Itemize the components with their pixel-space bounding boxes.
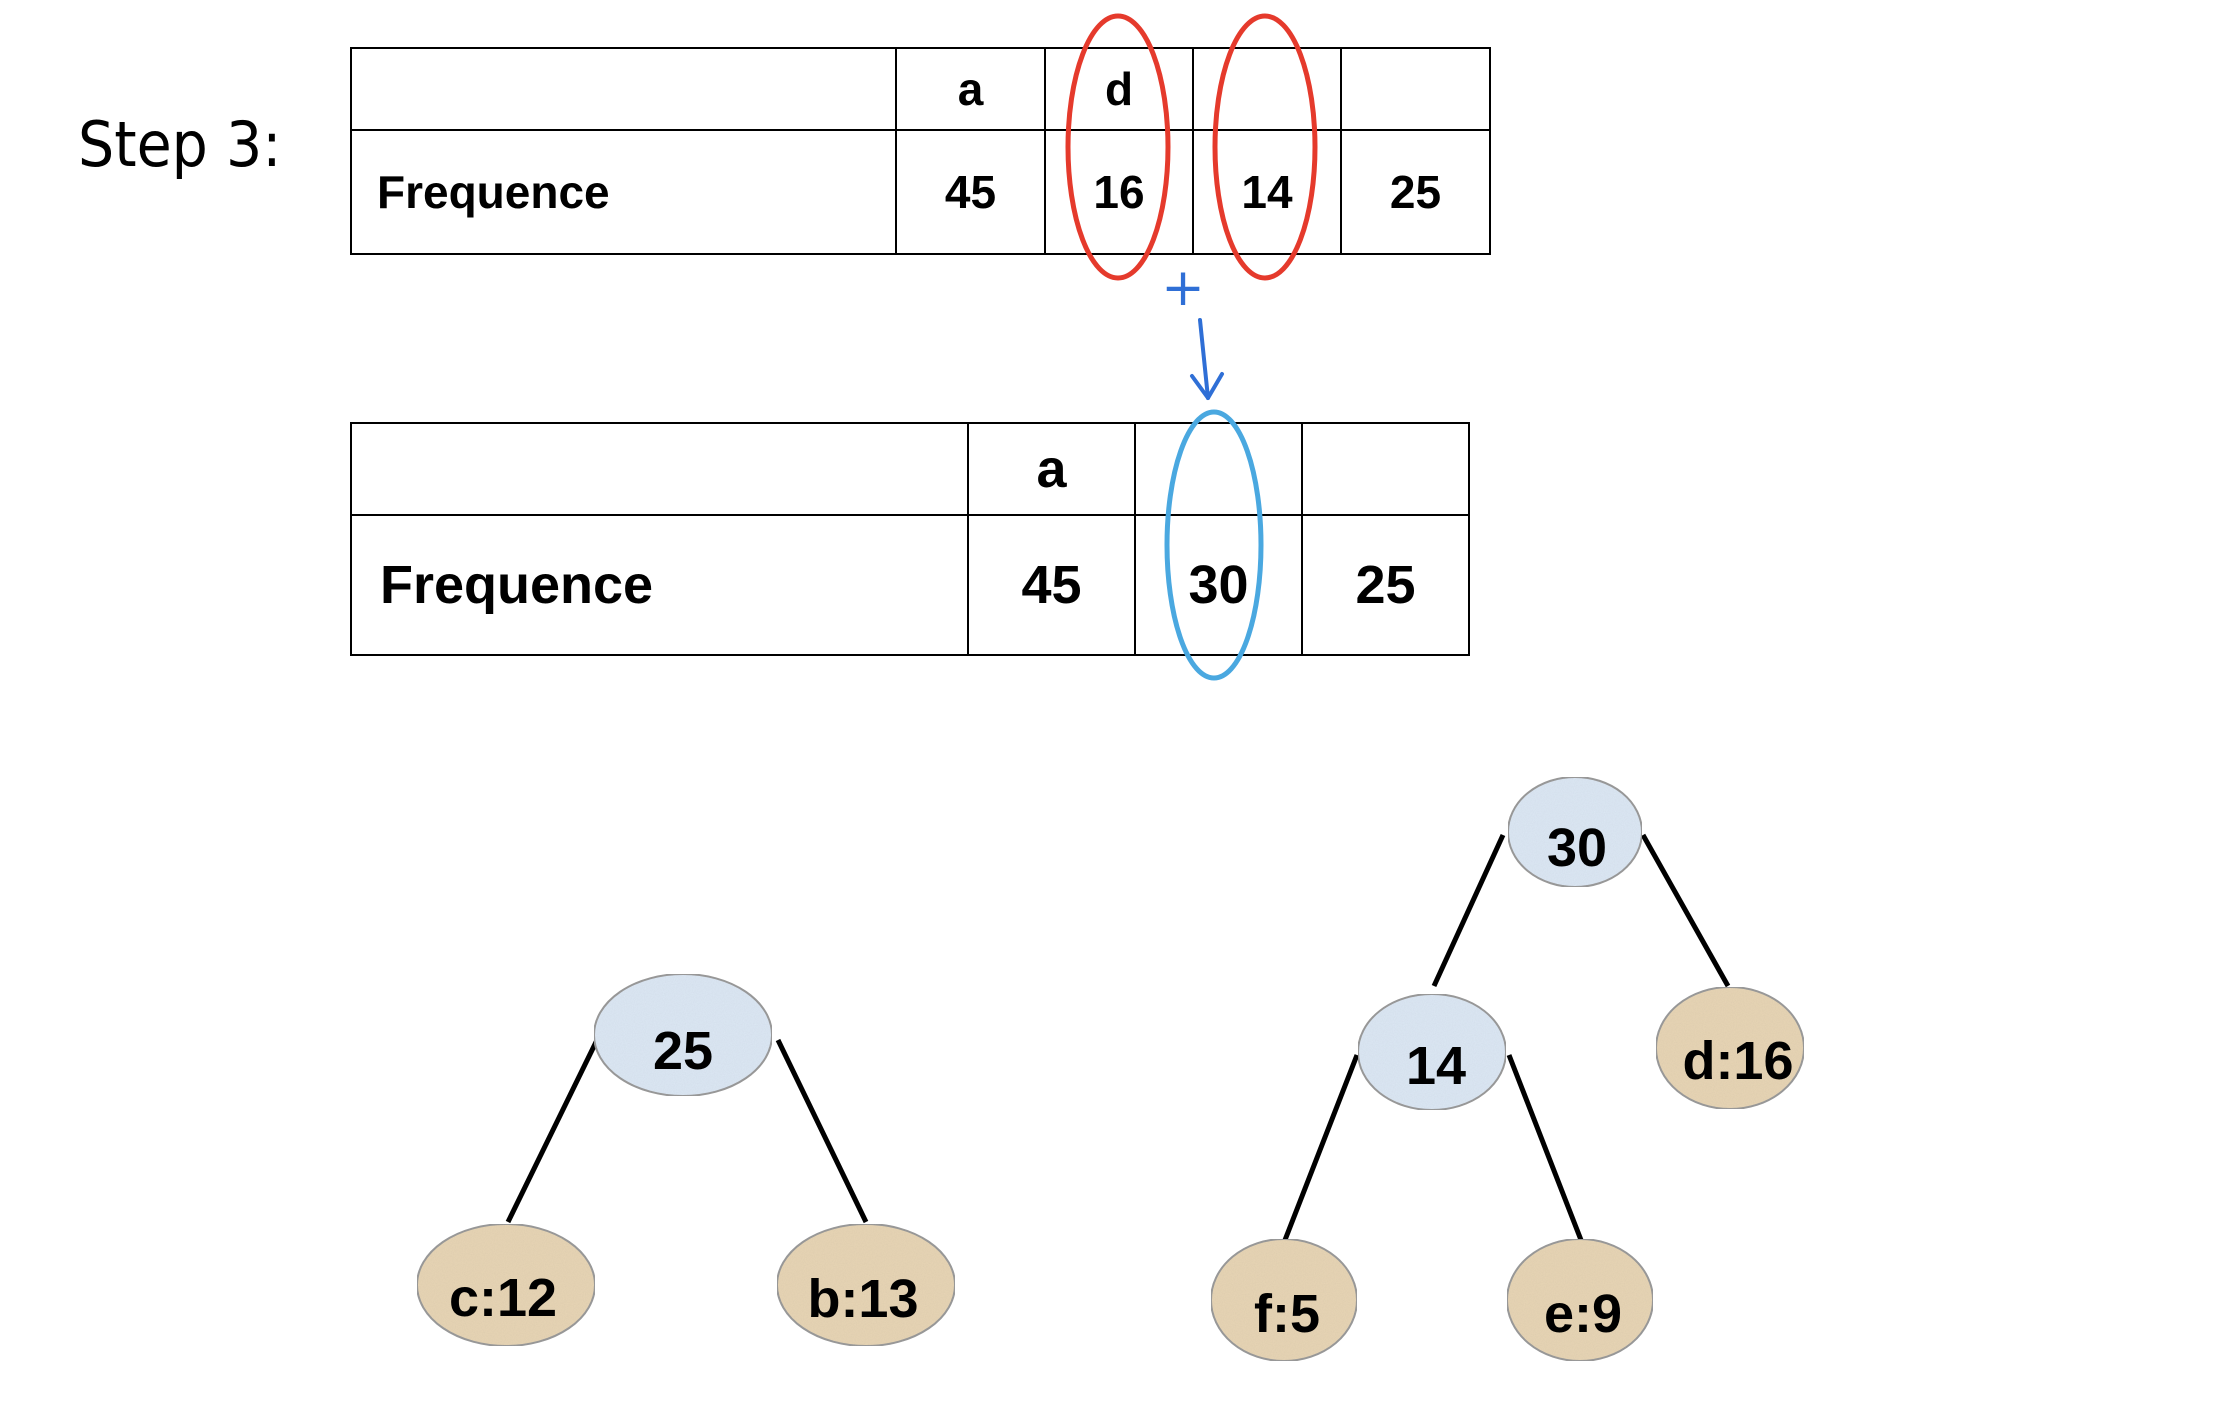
row-label-frequence: Frequence xyxy=(350,129,897,255)
tree-node-leaf-c12: c:12 xyxy=(416,1223,596,1347)
header-cell xyxy=(1301,422,1470,516)
svg-text:f:5: f:5 xyxy=(1254,1284,1320,1344)
red-highlight-ellipse-14 xyxy=(1212,13,1318,281)
svg-text:25: 25 xyxy=(653,1021,713,1081)
tree-node-leaf-f5: f:5 xyxy=(1210,1238,1358,1362)
down-arrow-icon xyxy=(1190,318,1224,400)
header-cell xyxy=(1134,422,1303,516)
value-cell-45: 45 xyxy=(895,129,1046,255)
tree-edge xyxy=(1640,833,1731,988)
value-cell-25: 25 xyxy=(1301,514,1470,656)
value-cell-25: 25 xyxy=(1340,129,1491,255)
blue-highlight-ellipse-30 xyxy=(1164,409,1264,681)
step-label: Step 3: xyxy=(78,108,282,181)
header-cell-a: a xyxy=(895,47,1046,131)
value-cell-45: 45 xyxy=(967,514,1136,656)
header-empty-cell xyxy=(350,47,897,131)
tree-edge xyxy=(1506,1054,1584,1241)
row-label-frequence: Frequence xyxy=(350,514,969,656)
svg-text:b:13: b:13 xyxy=(807,1269,918,1329)
value-cell-30: 30 xyxy=(1134,514,1303,656)
header-empty-cell xyxy=(350,422,969,516)
tree-node-internal-14: 14 xyxy=(1357,993,1507,1111)
svg-text:14: 14 xyxy=(1406,1036,1466,1096)
red-highlight-ellipse-d xyxy=(1065,13,1171,281)
tree-node-leaf-e9: e:9 xyxy=(1506,1238,1654,1362)
svg-text:30: 30 xyxy=(1547,818,1607,878)
tree-node-internal-30: 30 xyxy=(1507,776,1643,888)
tree-edge xyxy=(775,1038,869,1224)
svg-text:d:16: d:16 xyxy=(1682,1031,1793,1091)
tree-node-leaf-b13: b:13 xyxy=(776,1223,956,1347)
svg-text:e:9: e:9 xyxy=(1544,1284,1622,1344)
header-cell-a: a xyxy=(967,422,1136,516)
svg-text:c:12: c:12 xyxy=(449,1268,557,1328)
plus-sign: + xyxy=(1161,258,1205,318)
tree-node-leaf-d16: d:16 xyxy=(1655,986,1805,1110)
tree-node-internal-25: 25 xyxy=(593,973,773,1097)
tree-edge xyxy=(1431,833,1506,988)
tree-edge xyxy=(505,1038,600,1224)
header-cell xyxy=(1340,47,1491,131)
frequency-table-after: a Frequence 45 30 25 xyxy=(350,422,1470,656)
tree-edge xyxy=(1282,1054,1360,1241)
